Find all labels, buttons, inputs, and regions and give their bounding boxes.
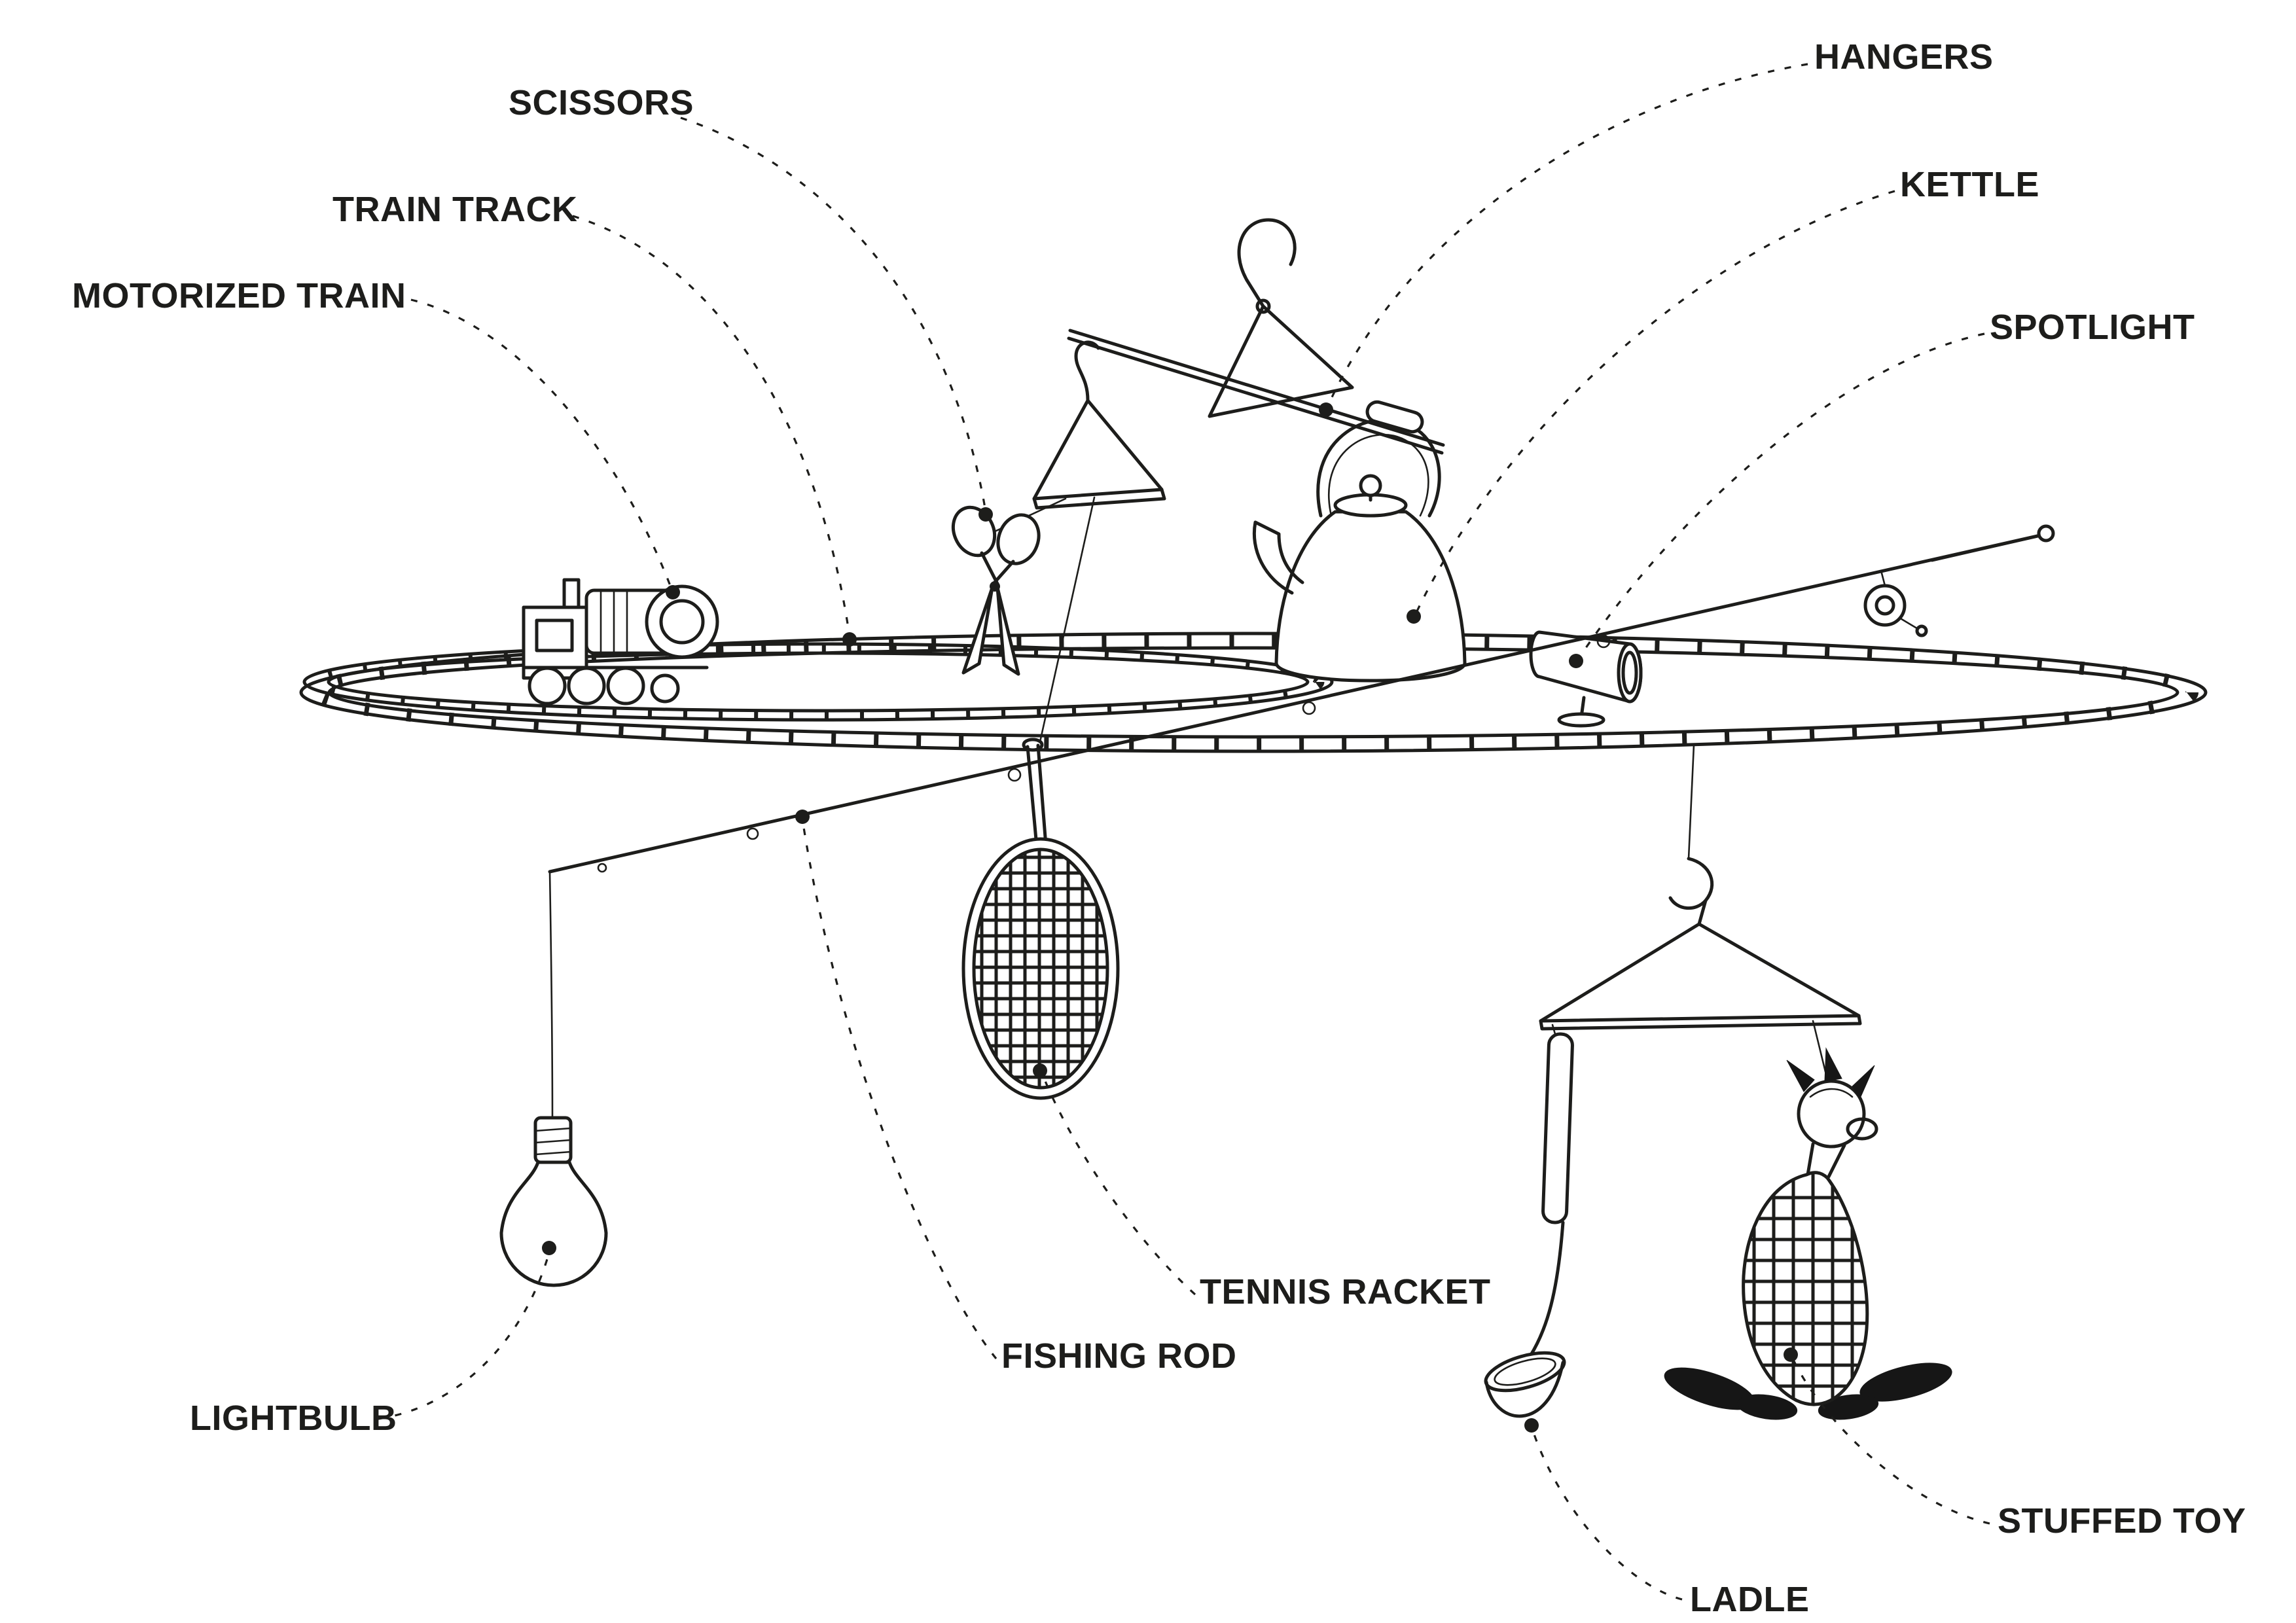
leader-line-motorized-train	[410, 298, 673, 590]
label-train-track: TRAIN TRACK	[332, 190, 577, 229]
leader-line-tennis-racket	[1041, 1073, 1196, 1296]
anchor-dot-hangers	[1319, 402, 1333, 417]
hook-hanger-illustration	[1539, 743, 1862, 1031]
label-spotlight: SPOTLIGHT	[1990, 308, 2195, 347]
anchor-dots	[542, 402, 1798, 1433]
motorized-train-illustration	[522, 578, 719, 705]
leader-line-ladle	[1532, 1430, 1683, 1601]
label-lightbulb: LIGHTBULB	[190, 1399, 397, 1438]
kettle-illustration	[1252, 400, 1467, 683]
label-tennis-racket: TENNIS RACKET	[1200, 1272, 1491, 1311]
label-kettle: KETTLE	[1900, 165, 2039, 204]
anchor-dot-scissors	[978, 507, 993, 522]
spotlight-illustration	[1529, 630, 1643, 728]
label-stuffed-toy: STUFFED TOY	[1998, 1501, 2246, 1541]
label-scissors: SCISSORS	[509, 83, 694, 122]
anchor-dot-stuffed-toy	[1784, 1347, 1798, 1362]
leader-line-scissors	[680, 116, 987, 512]
anchor-dot-kettle	[1407, 609, 1421, 624]
anchor-dot-fishing-rod	[795, 810, 810, 824]
hanger-rod-illustration	[1067, 329, 1445, 455]
lightbulb-illustration	[499, 870, 608, 1287]
anchor-dot-ladle	[1524, 1418, 1539, 1433]
wire-hanger-illustration	[1208, 218, 1354, 418]
anchor-dot-tennis-racket	[1033, 1063, 1047, 1078]
stuffed-toy-illustration	[1664, 1020, 1952, 1420]
leader-lines	[378, 63, 1990, 1601]
leader-line-hangers	[1326, 63, 1808, 408]
tennis-racket-illustration	[961, 738, 1120, 1100]
leader-line-train-track	[572, 215, 851, 637]
label-motorized-train: MOTORIZED TRAIN	[72, 276, 406, 315]
leader-line-fishing-rod	[801, 819, 997, 1360]
anchor-dot-spotlight	[1569, 654, 1583, 668]
label-fishing-rod: FISHING ROD	[1001, 1336, 1237, 1376]
leader-line-spotlight	[1577, 332, 1985, 659]
anchor-dot-train-track	[842, 632, 857, 647]
labels: MOTORIZED TRAIN TRAIN TRACK SCISSORS HAN…	[72, 37, 2246, 1619]
anchor-dot-motorized-train	[666, 585, 680, 599]
ladle-illustration	[1484, 1024, 1574, 1418]
train-track-illustration	[299, 632, 2208, 753]
leader-line-kettle	[1414, 190, 1895, 615]
label-hangers: HANGERS	[1814, 37, 1994, 77]
label-ladle: LADLE	[1690, 1580, 1809, 1619]
anchor-dot-lightbulb	[542, 1241, 556, 1255]
leader-line-lightbulb	[378, 1252, 550, 1420]
wooden-hanger-illustration	[994, 340, 1166, 746]
